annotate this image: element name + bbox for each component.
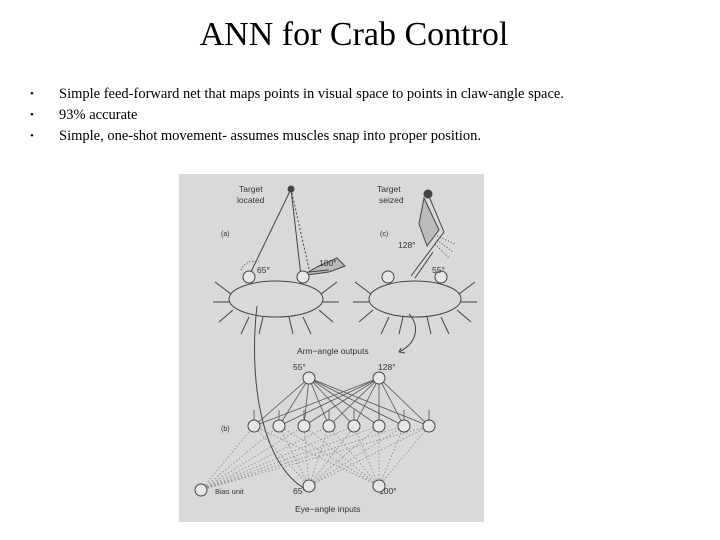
panel-c-label-line1: Target (377, 184, 401, 194)
eye-left-c (381, 270, 395, 284)
hidden-node (247, 419, 261, 433)
eye-left-a (242, 270, 256, 284)
hidden-node (297, 419, 311, 433)
network-connections (200, 377, 430, 491)
panel-a-angle-left: 65° (257, 265, 270, 275)
output-node (302, 371, 316, 385)
slide-title: ANN for Crab Control (199, 16, 509, 53)
connection-line (308, 377, 330, 427)
panel-a-tag: (a) (221, 231, 230, 238)
bullet-dot-icon: • (30, 88, 34, 100)
hidden-node (272, 419, 286, 433)
connection-line (328, 425, 380, 487)
bullet-dot-icon: • (30, 130, 34, 142)
connection-line (200, 425, 280, 491)
connection-line (278, 377, 310, 427)
connection-line (378, 425, 430, 487)
panel-a-label-line2: located (237, 195, 265, 205)
panel-a-angle-right: 100° (319, 258, 337, 268)
bullet-dot-icon: • (30, 109, 34, 121)
connection-line (308, 425, 405, 487)
outputs-label: Arm−angle outputs (297, 346, 369, 356)
connection-line (308, 425, 380, 487)
connection-line (308, 377, 405, 427)
panel-c-tag: (c) (380, 231, 388, 238)
crab-body-c (368, 280, 462, 318)
connection-line (200, 425, 305, 491)
bullet-text: Simple, one-shot movement- assumes muscl… (59, 128, 482, 144)
hidden-node (422, 419, 436, 433)
output-left-angle: 55° (293, 362, 306, 372)
panel-a (213, 185, 346, 335)
panel-a-label-line1: Target (239, 184, 263, 194)
connection-line (303, 377, 380, 427)
connection-line (253, 425, 310, 487)
inputs-label: Eye−angle inputs (295, 504, 360, 514)
connection-line (200, 425, 330, 491)
bullet-text: Simple feed-forward net that maps points… (59, 86, 564, 102)
bullet-item: • Simple feed-forward net that maps point… (30, 84, 710, 105)
output-node (372, 371, 386, 385)
connection-line (200, 425, 405, 491)
connection-line (303, 425, 380, 487)
bias-unit-label: Bias unit (215, 487, 245, 496)
connection-line (278, 425, 380, 487)
hidden-node (397, 419, 411, 433)
connection-line (328, 377, 380, 427)
connection-line (253, 425, 380, 487)
bias-node (194, 483, 208, 497)
connection-line (278, 377, 380, 427)
connection-line (200, 425, 380, 491)
input-node (302, 479, 316, 493)
hidden-node (322, 419, 336, 433)
connection-line (303, 425, 310, 487)
connection-line (308, 425, 330, 487)
connection-line (200, 425, 355, 491)
bullet-item: • Simple, one-shot movement- assumes musc… (30, 126, 710, 147)
connection-line (253, 377, 380, 427)
bullet-item: • 93% accurate (30, 105, 710, 126)
connection-line (278, 425, 310, 487)
network-nodes (194, 371, 436, 497)
eye-to-input-curve (254, 305, 308, 491)
connection-line (308, 377, 380, 427)
connection-line (378, 425, 405, 487)
bullet-list: • Simple feed-forward net that maps point… (30, 84, 710, 147)
crab-network-figure: Target located (a) 65° 100° Target seize… (179, 174, 484, 522)
connection-line (353, 425, 380, 487)
hidden-node (347, 419, 361, 433)
connection-line (308, 377, 355, 427)
connection-line (353, 377, 380, 427)
crab-network-diagram: Target located (a) 65° 100° Target seize… (194, 184, 477, 514)
eye-right-c (434, 270, 448, 284)
panel-c-angle-upper: 128° (398, 240, 416, 250)
claw-c (418, 196, 440, 248)
eye-right-a (296, 270, 310, 284)
connection-line (200, 425, 430, 491)
panel-b-tag: (b) (221, 426, 230, 433)
connection-line (253, 377, 310, 427)
crab-body-a (228, 280, 324, 318)
panel-c-label-line2: seized (379, 195, 404, 205)
connection-line (308, 425, 430, 487)
input-left-angle: 65° (293, 486, 306, 496)
connection-line (308, 377, 430, 427)
input-right-angle: 100° (379, 486, 397, 496)
output-right-angle: 128° (378, 362, 396, 372)
bullet-text: 93% accurate (59, 107, 138, 123)
panel-c (353, 189, 477, 354)
panel-c-angle-lower: 55° (432, 265, 445, 275)
connection-line (378, 377, 430, 427)
connection-line (378, 377, 405, 427)
connection-line (303, 377, 310, 427)
input-node (372, 479, 386, 493)
hidden-node (372, 419, 386, 433)
